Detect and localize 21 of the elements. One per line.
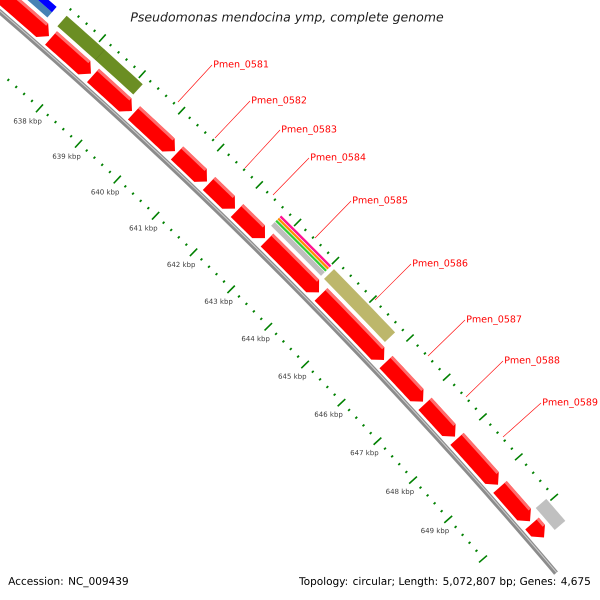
gene-label: Pmen_0587 [467, 315, 522, 325]
leader-line [272, 158, 310, 196]
leader-line [244, 130, 280, 168]
leader-line [428, 320, 466, 356]
gene-label: Pmen_0588 [505, 356, 560, 366]
gene-label: Pmen_0585 [353, 196, 408, 206]
leader-line [314, 200, 352, 238]
gene-label: Pmen_0589 [543, 398, 598, 408]
gene-label: Pmen_0583 [282, 125, 336, 135]
title: Pseudomonas mendocina ymp, complete genome [130, 12, 444, 24]
footer-text: Accession: NC_009439 [8, 576, 128, 588]
leader-line [502, 402, 542, 438]
footer-text: Topology: circular; Length: 5,072,807 bp; Genes: 4,675 [299, 576, 590, 588]
gene-label: Pmen_0584 [311, 153, 366, 163]
leader-line [466, 360, 504, 398]
leader-line [214, 100, 250, 138]
gene-label: Pmen_0581 [214, 60, 268, 70]
leader-line [374, 264, 412, 300]
gene-label: Pmen_0586 [413, 259, 468, 269]
leader-line [178, 64, 212, 102]
gene-label: Pmen_0582 [252, 96, 306, 106]
